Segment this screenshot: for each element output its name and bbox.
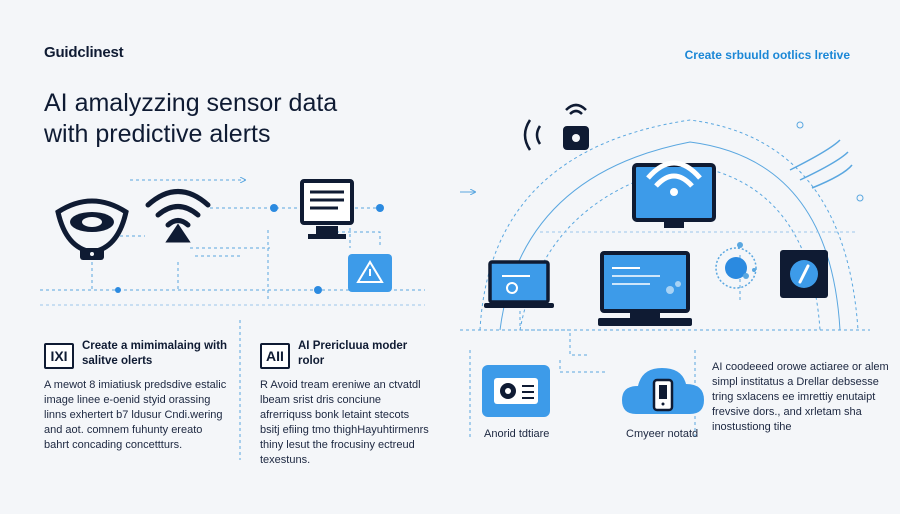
device-caption: Anorid tdtiare (484, 428, 550, 440)
device-caption: Cmyeer notatd (626, 428, 699, 440)
node-dot (856, 194, 864, 202)
node-dot (270, 204, 278, 212)
card-badge: IXI (44, 343, 74, 369)
card-body: A mewot 8 imiatiusk predsdive estalic im… (44, 379, 227, 451)
node-dot (314, 286, 322, 294)
card-title: AI Prericluua moder rolor (298, 340, 408, 367)
header-tagline: Create srbuuld ootlics lretive (684, 48, 850, 62)
page-title: AI amalyzzing sensor data with predictiv… (44, 88, 424, 150)
projector-icon (482, 365, 550, 417)
wifi-antenna-icon (145, 189, 211, 243)
globe-icon (715, 247, 757, 289)
node-dot (796, 121, 804, 129)
alert-chip-icon (348, 254, 392, 292)
monitor-wifi-icon (632, 160, 716, 228)
card-body: R Avoid tream ereniwe an ctvatdl lbeam s… (260, 379, 429, 466)
node-dot (376, 204, 384, 212)
node-dot (115, 287, 121, 293)
page-title-line2: with predictive alerts (44, 120, 271, 148)
node-dot (737, 242, 743, 248)
wifi-signal-icon (523, 103, 589, 151)
card-badge: AII (260, 343, 290, 369)
card-title: Create a mimimalaing with salitve olerts (82, 340, 228, 367)
page-title-line1: AI amalyzzing sensor data (44, 89, 338, 117)
monitor-icon (598, 251, 692, 326)
panel-description: AI coodeeed orowe actiaree or alem simpl… (712, 361, 889, 433)
eye-sensor-icon (55, 198, 129, 260)
brand-logo: Guidclinest (44, 44, 124, 61)
laptop-icon (484, 260, 554, 308)
desktop-monitor-icon (300, 179, 354, 239)
mobile-app-icon (780, 250, 828, 298)
cloud-phone-icon (622, 368, 704, 414)
